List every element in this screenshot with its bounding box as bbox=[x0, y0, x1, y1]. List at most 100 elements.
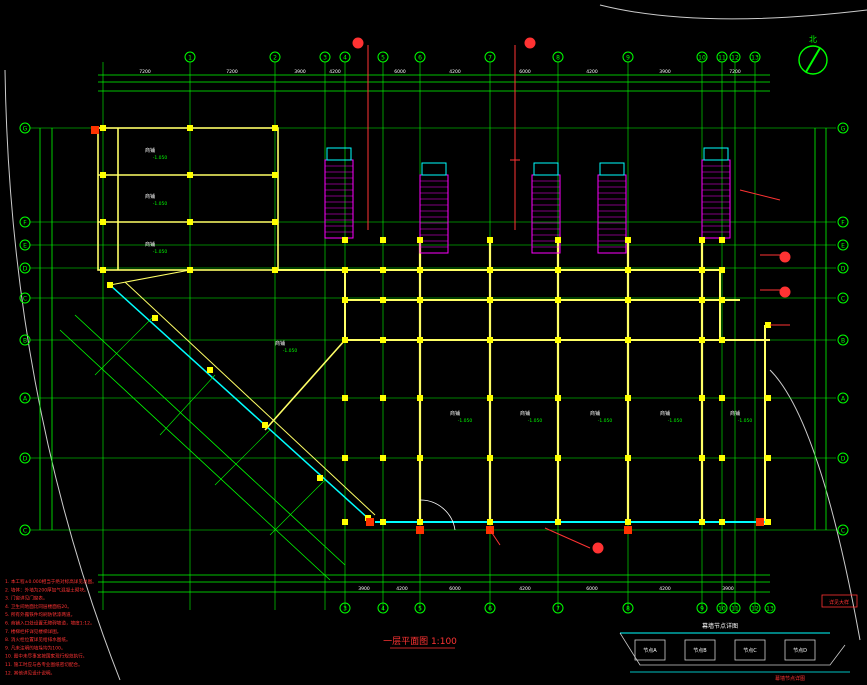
axis-bubble-left-B: B bbox=[19, 334, 31, 346]
north-arrow: 北 bbox=[798, 35, 828, 75]
room-labels: 商铺-1.050商铺-1.050商铺-1.050商铺-1.050商铺-1.050… bbox=[145, 147, 752, 424]
column bbox=[417, 395, 423, 401]
svg-text:商铺: 商铺 bbox=[145, 193, 155, 200]
svg-text:-1.050: -1.050 bbox=[283, 348, 298, 354]
column bbox=[555, 337, 561, 343]
svg-text:商铺: 商铺 bbox=[590, 410, 600, 417]
axis-bubble-left-C: C bbox=[19, 524, 31, 536]
axis-bubble-right-C: C bbox=[837, 524, 849, 536]
column bbox=[765, 455, 771, 461]
svg-text:节点D: 节点D bbox=[793, 648, 807, 654]
stair-4 bbox=[597, 162, 627, 254]
axis-label-top: 4 bbox=[343, 55, 347, 62]
detail-node: 节点D bbox=[784, 639, 816, 661]
column bbox=[272, 267, 278, 273]
axis-bubble-left-D: D bbox=[19, 262, 31, 274]
column bbox=[380, 395, 386, 401]
axis-bubble-right-E: E bbox=[837, 239, 849, 251]
top-dimension-value: 4200 bbox=[586, 69, 598, 75]
top-dimension-lines bbox=[39, 74, 827, 593]
column bbox=[719, 297, 725, 303]
detail-scale-label: 幕墙节点详图 bbox=[775, 675, 805, 682]
column bbox=[555, 519, 561, 525]
axis-label-bottom: 4 bbox=[381, 606, 385, 613]
column bbox=[187, 267, 193, 273]
svg-text:商铺: 商铺 bbox=[660, 410, 670, 417]
axis-label-top: 5 bbox=[381, 55, 385, 62]
column bbox=[417, 237, 423, 243]
column bbox=[100, 125, 106, 131]
column bbox=[380, 267, 386, 273]
bottom-dimension-value: 6000 bbox=[586, 586, 598, 592]
top-dimension-value: 3900 bbox=[294, 69, 306, 75]
axis-label-left: B bbox=[23, 338, 27, 345]
room-label: 商铺-1.050 bbox=[730, 410, 752, 424]
column bbox=[317, 475, 323, 481]
column bbox=[487, 297, 493, 303]
svg-text:节点B: 节点B bbox=[693, 648, 707, 654]
column bbox=[487, 337, 493, 343]
axis-bubble-right-G: G bbox=[837, 122, 849, 134]
column bbox=[487, 455, 493, 461]
bottom-dimension-value: 3900 bbox=[358, 586, 370, 592]
axis-label-top: 10 bbox=[698, 55, 706, 62]
column bbox=[207, 367, 213, 373]
column bbox=[152, 315, 158, 321]
column bbox=[625, 237, 631, 243]
entrance-door-arc bbox=[419, 499, 456, 531]
axis-bubble-bottom-3: 3 bbox=[339, 602, 351, 614]
axis-bubble-bottom-6: 6 bbox=[484, 602, 496, 614]
note-line: 9. 凡未注明的墙垛均为100。 bbox=[5, 644, 66, 651]
column bbox=[625, 297, 631, 303]
axis-bubble-top-9: 9 bbox=[622, 51, 634, 63]
site-boundary-top bbox=[599, 4, 867, 20]
room-label: 商铺-1.050 bbox=[145, 147, 167, 161]
column bbox=[487, 395, 493, 401]
axis-label-top: 7 bbox=[488, 55, 492, 62]
svg-text:-1.050: -1.050 bbox=[153, 249, 168, 255]
svg-text:-1.050: -1.050 bbox=[153, 201, 168, 207]
column bbox=[487, 237, 493, 243]
corner-callout-box bbox=[821, 594, 858, 608]
axis-bubble-top-10: 10 bbox=[696, 51, 708, 63]
axis-label-bottom: 9 bbox=[700, 606, 704, 613]
column bbox=[555, 267, 561, 273]
note-line: 12. 其他详见设计说明。 bbox=[5, 669, 55, 676]
column bbox=[699, 519, 705, 525]
column bbox=[719, 519, 725, 525]
note-line: 8. 消火栓位置详见给排水图纸。 bbox=[5, 636, 71, 643]
red-callouts bbox=[352, 37, 791, 554]
svg-text:-1.050: -1.050 bbox=[668, 418, 683, 424]
axis-label-right: A bbox=[841, 396, 846, 403]
axis-label-bottom: 12 bbox=[751, 606, 759, 613]
detail-title: 幕墙节点详图 bbox=[702, 622, 738, 630]
column bbox=[417, 337, 423, 343]
axis-bubble-bottom-4: 4 bbox=[377, 602, 389, 614]
axis-bubble-right-C: C bbox=[837, 292, 849, 304]
column bbox=[342, 519, 348, 525]
axis-bubble-left-D: D bbox=[19, 452, 31, 464]
axis-label-top: 13 bbox=[751, 55, 759, 62]
axis-label-top: 3 bbox=[323, 55, 327, 62]
detail-node: 节点B bbox=[684, 639, 716, 661]
axis-bubble-left-A: A bbox=[19, 392, 31, 404]
north-label: 北 bbox=[809, 35, 817, 44]
axis-bubble-right-D: D bbox=[837, 452, 849, 464]
axis-label-left: C bbox=[23, 296, 27, 303]
top-dimension-value: 3900 bbox=[659, 69, 671, 75]
column bbox=[719, 237, 725, 243]
axis-bubble-top-3: 3 bbox=[319, 51, 331, 63]
svg-text:商铺: 商铺 bbox=[275, 340, 285, 347]
stair-1 bbox=[324, 147, 354, 239]
axis-label-left: A bbox=[23, 396, 28, 403]
axis-bubble-top-13: 13 bbox=[749, 51, 761, 63]
column bbox=[719, 267, 725, 273]
column bbox=[100, 219, 106, 225]
axis-label-right: G bbox=[841, 126, 846, 133]
axis-label-left: D bbox=[23, 456, 28, 463]
svg-text:商铺: 商铺 bbox=[520, 410, 530, 417]
axis-label-right: D bbox=[841, 456, 846, 463]
